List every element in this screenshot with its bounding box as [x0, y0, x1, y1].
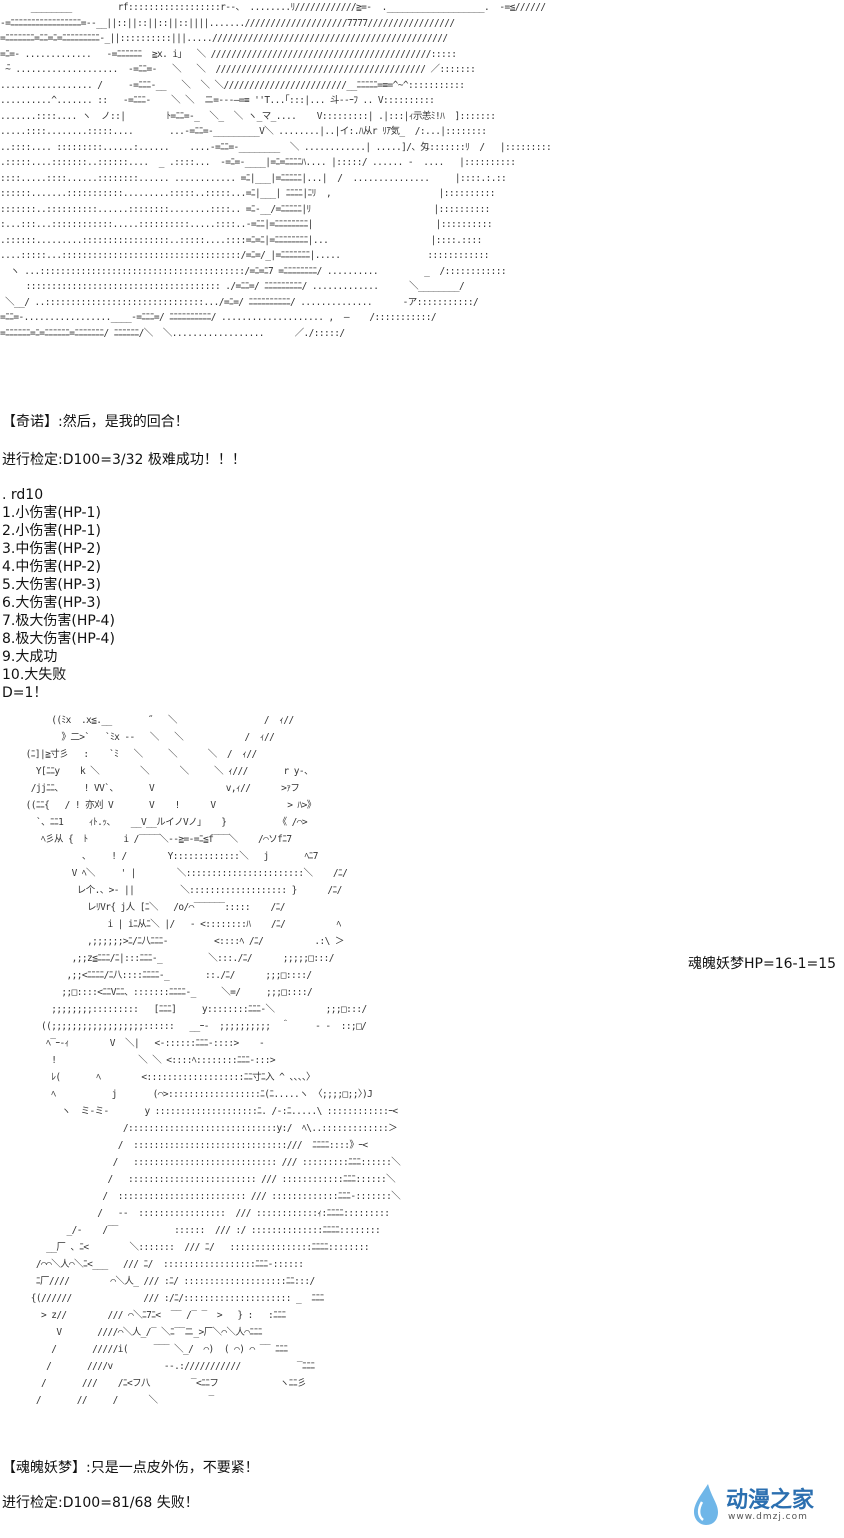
watermark-url: www.dmzj.com [728, 1512, 808, 1522]
damage-table-item: 3.中伤害(HP-2) [2, 541, 101, 557]
water-drop-logo-icon [694, 1484, 718, 1525]
damage-table-item: 2.小伤害(HP-1) [2, 523, 101, 539]
damage-table-item: 10.大失败 [2, 667, 67, 683]
damage-table-item: 7.极大伤害(HP-4) [2, 613, 115, 629]
watermark-text: 动漫之家 [726, 1488, 815, 1513]
ascii-art-swordsman: ((ﾐx .x≦.__ ˝ ＼ / ｨ// 》二>` `ﾐx -- ＼ ＼ / … [25, 715, 401, 1406]
dice-check-result: 进行检定:D100=3/32 极难成功！！！ [2, 452, 246, 468]
damage-table-item: 9.大成功 [2, 649, 58, 665]
dialog-line-kino: 【奇诺】:然后，是我的回合！ [2, 414, 189, 430]
damage-table: . rd10 1.小伤害(HP-1) 2.小伤害(HP-1) 3.中伤害(HP-… [2, 486, 115, 702]
damage-table-item: 4.中伤害(HP-2) [2, 559, 101, 575]
damage-table-item: 5.大伤害(HP-3) [2, 577, 101, 593]
roll-command: . rd10 [2, 487, 44, 503]
roll-result: D=1！ [2, 685, 48, 701]
dialog-line-youmu: 【魂魄妖梦】:只是一点皮外伤，不要紧！ [2, 1460, 259, 1476]
ascii-art-scene: ________ rf::::::::::::::::::r--、 ......… [0, 2, 552, 339]
damage-table-item: 6.大伤害(HP-3) [2, 595, 101, 611]
damage-table-item: 8.极大伤害(HP-4) [2, 631, 115, 647]
dice-check-result-2: 进行检定:D100=81/68 失败！ [2, 1495, 199, 1511]
damage-table-item: 1.小伤害(HP-1) [2, 505, 101, 521]
site-watermark: 动漫之家 www.dmzj.com [690, 1480, 840, 1530]
hp-status: 魂魄妖梦HP=16-1=15 [688, 956, 837, 972]
